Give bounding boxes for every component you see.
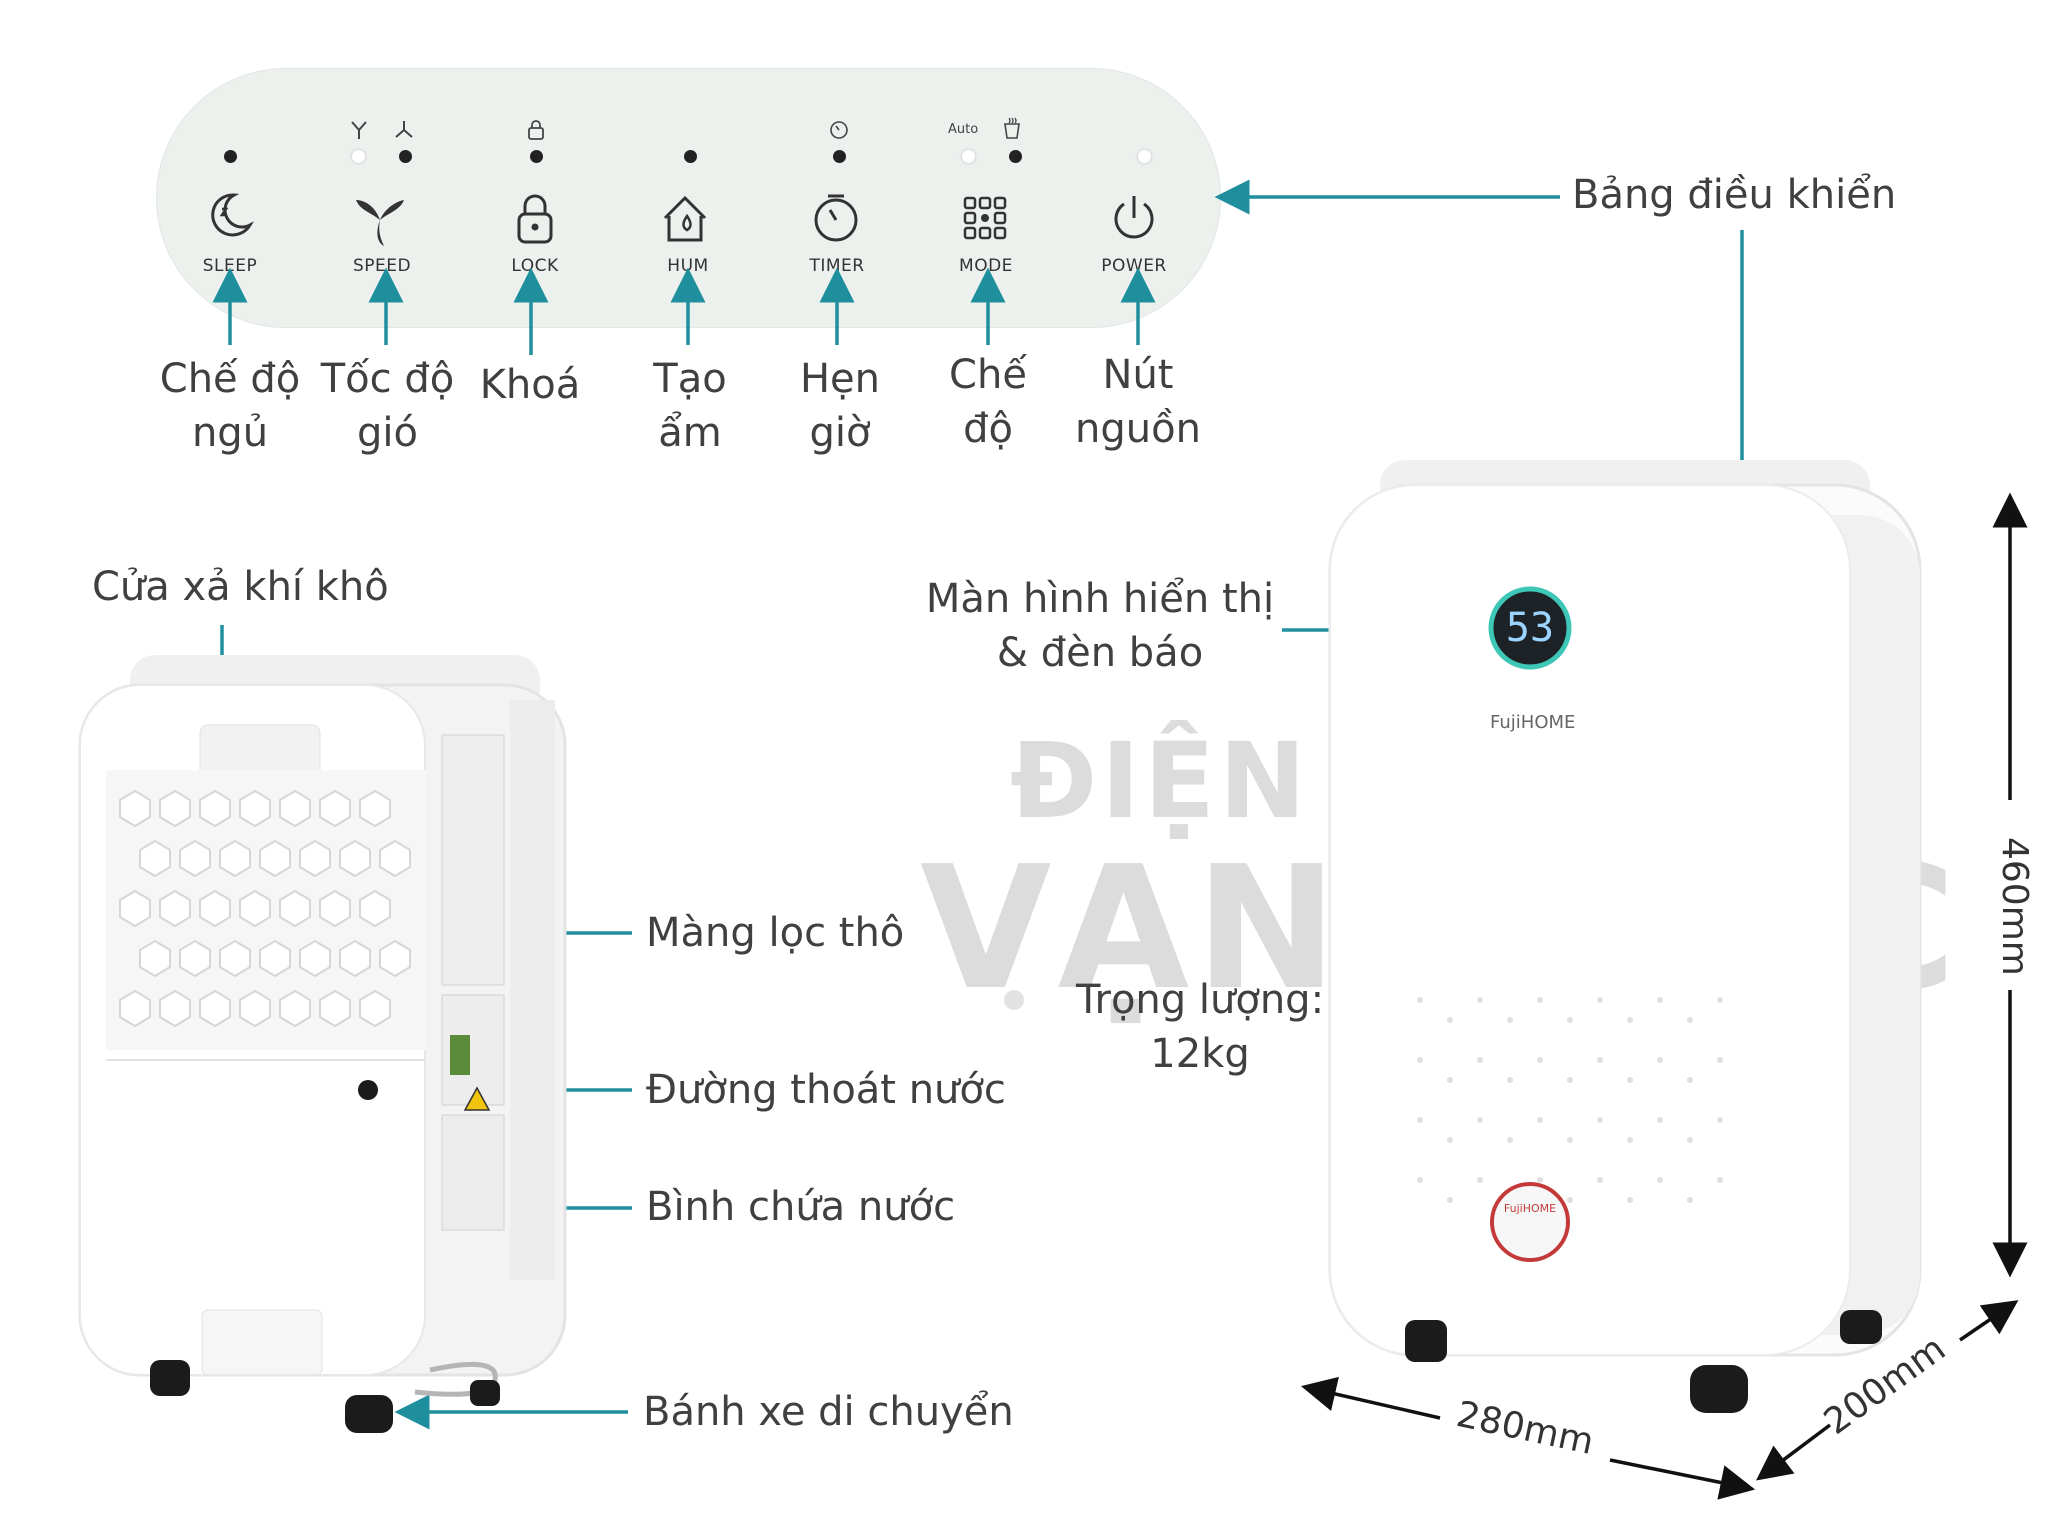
sleep-led	[224, 150, 237, 163]
hum-house-drop-icon[interactable]	[657, 188, 717, 248]
wheels-callout: Bánh xe di chuyển	[643, 1389, 1014, 1435]
drain-callout: Đường thoát nước	[646, 1067, 1006, 1113]
lock-icon[interactable]	[505, 188, 565, 248]
coarse-filter-callout: Màng lọc thô	[646, 910, 905, 956]
auto-mode-label: Auto	[948, 122, 979, 137]
mode-led-dry	[1009, 150, 1022, 163]
lock-small-icon	[528, 120, 544, 140]
water-tank-callout: Bình chứa nước	[646, 1184, 956, 1230]
badge-brand: FujiHOME	[1503, 1202, 1557, 1215]
control-panel-callout: Bảng điều khiển	[1572, 172, 1897, 218]
display-value: 53	[1505, 605, 1555, 651]
speed-led-high	[399, 150, 412, 163]
timer-clock-icon[interactable]	[806, 188, 866, 248]
mode-grid-icon[interactable]	[955, 190, 1015, 250]
height-dimension: 460mm	[1994, 837, 2035, 976]
fan-high-icon	[395, 121, 413, 138]
dehumidifier-front	[1328, 460, 1922, 1413]
dry-air-outlet-callout: Cửa xả khí khô	[92, 564, 389, 610]
laundry-dry-icon	[1004, 117, 1020, 139]
watermark-dot	[1004, 990, 1024, 1010]
timer-small-icon	[830, 121, 848, 139]
lock-callout: Khoá	[479, 362, 581, 408]
sleep-moon-icon[interactable]	[198, 185, 258, 245]
speed-fan-icon[interactable]	[350, 190, 410, 250]
lock-led	[530, 150, 543, 163]
front-brand-logo: FujiHOME	[1490, 712, 1576, 733]
display-callout: Màn hình hiển thị& đèn báo	[925, 576, 1275, 676]
speed-led-low	[352, 150, 365, 163]
mode-led-auto	[962, 150, 975, 163]
power-icon[interactable]	[1104, 188, 1164, 248]
timer-led	[833, 150, 846, 163]
hum-led	[684, 150, 697, 163]
dehumidifier-back	[78, 655, 567, 1433]
weight-callout: Trọng lượng:12kg	[1075, 977, 1325, 1077]
power-led	[1138, 150, 1151, 163]
fan-low-icon	[351, 121, 367, 139]
